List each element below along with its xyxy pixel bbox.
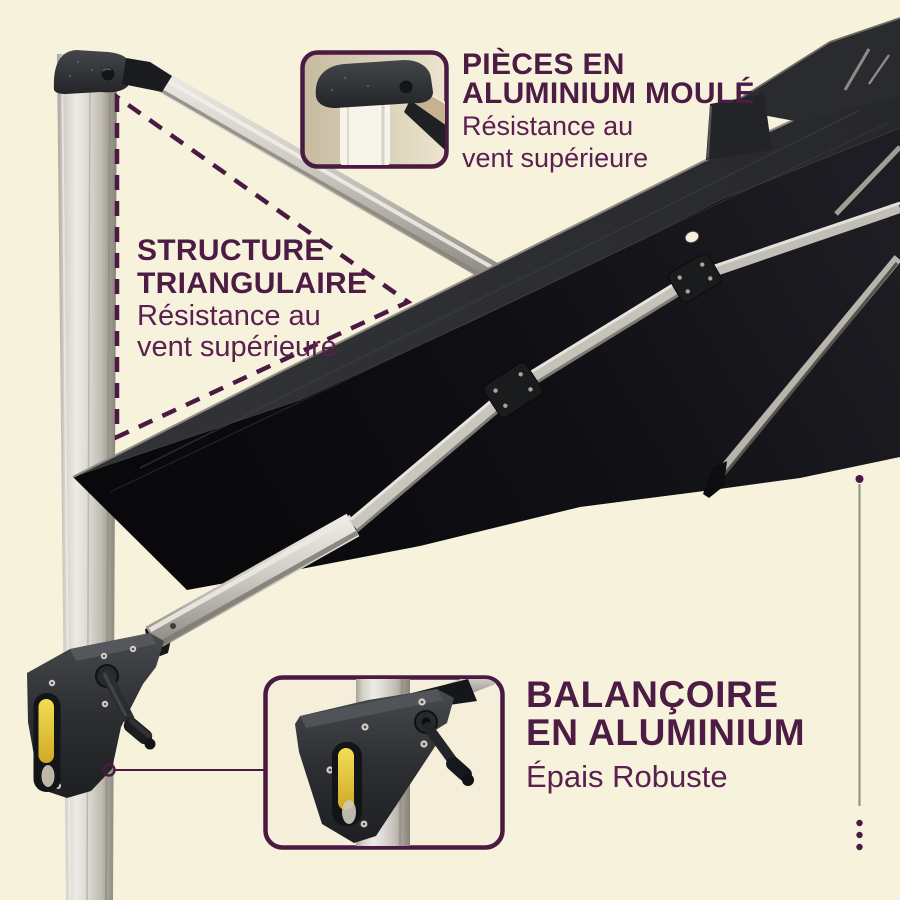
valance-edge-highlight bbox=[707, 105, 712, 159]
triangle-title-line2: TRIANGULAIRE bbox=[137, 267, 368, 300]
swing-subtitle: Épais Robuste bbox=[526, 759, 728, 794]
plumb-dot-icon bbox=[855, 475, 864, 483]
closeup-arm-shadow bbox=[404, 100, 445, 152]
cap-speckle bbox=[68, 74, 72, 78]
closeup-yellow-strip bbox=[338, 748, 354, 810]
ellipsis-dots-icon bbox=[856, 819, 863, 851]
housing-top-face bbox=[70, 633, 156, 661]
arm-segment-highlight bbox=[693, 201, 900, 275]
cast-parts-subtitle-line2: vent supérieure bbox=[462, 143, 649, 173]
arm-segment-highlight bbox=[509, 271, 693, 387]
annotation-cast-parts: PIÈCES EN ALUMINIUM MOULÉ Résistance au … bbox=[462, 48, 755, 173]
rib-joint-plate bbox=[668, 253, 722, 303]
arm-segment-shadow bbox=[356, 394, 517, 533]
canopy-vent-tier bbox=[725, 18, 900, 122]
vent-strut bbox=[843, 48, 871, 91]
crank-knob-end bbox=[144, 738, 156, 750]
cap-knob bbox=[101, 67, 115, 81]
triangle-subtitle-line1: Résistance au bbox=[137, 300, 321, 332]
right-plumb-annotation bbox=[855, 475, 864, 851]
annotation-swing: BALANÇOIRE EN ALUMINIUM Épais Robuste bbox=[526, 676, 805, 793]
canopy-underside bbox=[73, 128, 900, 590]
crank-handle-assembly bbox=[27, 633, 164, 798]
canopy-gap-hole bbox=[684, 230, 700, 244]
vent-strut bbox=[868, 54, 890, 85]
upper-arm-shadow bbox=[137, 75, 498, 286]
umbrella-canopy bbox=[72, 17, 900, 590]
arm-segment-shadow bbox=[515, 281, 699, 397]
closeup-speckle bbox=[343, 76, 347, 80]
canopy-fabric-streak bbox=[139, 109, 861, 469]
lower-arm-highlight bbox=[148, 514, 353, 633]
closeup-grip-opening bbox=[342, 800, 356, 824]
closeup-speckle bbox=[366, 84, 370, 88]
arm-segment bbox=[349, 385, 517, 530]
swing-title-line1: BALANÇOIRE bbox=[526, 674, 779, 715]
upper-thin-rib bbox=[834, 145, 900, 216]
closeup-cap-knob bbox=[399, 80, 413, 94]
arm-segment bbox=[510, 273, 698, 395]
swing-title-line2: EN ALUMINIUM bbox=[526, 712, 806, 753]
top-cap-bracket bbox=[122, 58, 172, 92]
triangle-dashed-outline bbox=[114, 92, 413, 441]
canopy-valance-flap bbox=[706, 94, 772, 160]
canopy-fabric-streak bbox=[109, 121, 891, 493]
arm-screw bbox=[170, 623, 176, 629]
handle-connector bbox=[102, 763, 264, 777]
closeup-crank-lever bbox=[423, 722, 457, 765]
cast-aluminum-closeup-photo bbox=[315, 60, 445, 165]
crank-lever-highlight bbox=[102, 672, 128, 717]
callout-box-cast-aluminum bbox=[300, 50, 449, 169]
front-rib-shadow bbox=[717, 262, 899, 482]
rib-end-cap bbox=[703, 461, 727, 498]
yellow-accent-strip bbox=[38, 699, 54, 763]
upper-arm-highlight bbox=[141, 64, 501, 274]
cast-parts-subtitle-line1: Résistance au bbox=[462, 111, 634, 141]
canopy-top-surface bbox=[73, 72, 900, 477]
cap-speckle bbox=[76, 60, 80, 64]
crank-housing bbox=[27, 633, 164, 798]
vent-tier-piping bbox=[724, 17, 900, 109]
cap-speckle bbox=[90, 68, 94, 72]
front-rib bbox=[712, 255, 900, 481]
triangle-title-line1: STRUCTURE bbox=[137, 234, 325, 267]
cast-parts-title-line2: ALUMINIUM MOULÉ bbox=[462, 77, 755, 110]
crank-handle-closeup-photo bbox=[295, 679, 501, 846]
upper-cantilever-arm bbox=[134, 59, 506, 287]
closeup-screws bbox=[326, 698, 428, 828]
closeup-housing-top bbox=[300, 689, 443, 728]
canopy-ribs bbox=[145, 145, 900, 650]
annotation-triangle-structure: STRUCTURE TRIANGULAIRE Résistance au ven… bbox=[137, 234, 367, 362]
top-cap-body bbox=[53, 50, 133, 94]
triangle-subtitle-line2: vent supérieure bbox=[137, 331, 337, 363]
cap-knob-highlight bbox=[102, 68, 112, 72]
lower-arm-shadow bbox=[154, 530, 359, 649]
lower-arm-tube bbox=[145, 513, 360, 650]
callout-box-crank-handle bbox=[263, 675, 505, 850]
crank-knob bbox=[123, 717, 153, 745]
arm-segment-highlight bbox=[349, 383, 511, 522]
rib-joint-plate bbox=[483, 362, 543, 418]
closeup-knob-end bbox=[462, 774, 474, 786]
closeup-cast-cap bbox=[315, 60, 433, 108]
cast-parts-title-line1: PIÈCES EN bbox=[462, 48, 625, 81]
grip-opening bbox=[41, 765, 55, 787]
closeup-speckle bbox=[330, 88, 334, 92]
arm-segment bbox=[693, 203, 900, 283]
